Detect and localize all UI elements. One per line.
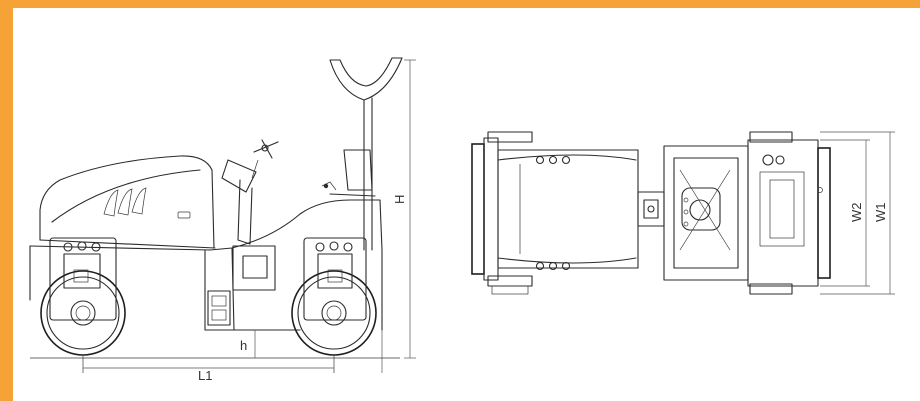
chassis [29, 199, 383, 331]
top-engine-hood [497, 149, 639, 271]
orange-frame-top [0, 0, 920, 8]
rops-frame [329, 57, 403, 251]
dimension-label-width-outer: W1 [873, 203, 888, 223]
front-drum [291, 237, 377, 373]
articulation-joint [637, 191, 665, 227]
engine-hood [39, 155, 216, 249]
drawing-canvas: H h L1 [29, 57, 895, 383]
dimension-label-height: H [392, 195, 407, 204]
dimension-label-length: L1 [198, 368, 212, 383]
seat-and-steering [221, 139, 376, 245]
top-view: W2 W1 [471, 131, 895, 295]
technical-drawing: H h L1 [13, 8, 920, 401]
top-rear-drum [471, 131, 533, 295]
side-dimension-lines [83, 59, 416, 373]
dimension-label-ground-clearance: h [240, 338, 247, 353]
orange-frame-left [0, 0, 13, 401]
top-dimension-lines [820, 131, 895, 295]
side-view: H h L1 [29, 57, 416, 383]
dimension-label-width-drum: W2 [849, 203, 864, 223]
rear-drum [40, 237, 126, 373]
top-front-drum [747, 131, 831, 295]
top-front-frame [663, 145, 749, 281]
